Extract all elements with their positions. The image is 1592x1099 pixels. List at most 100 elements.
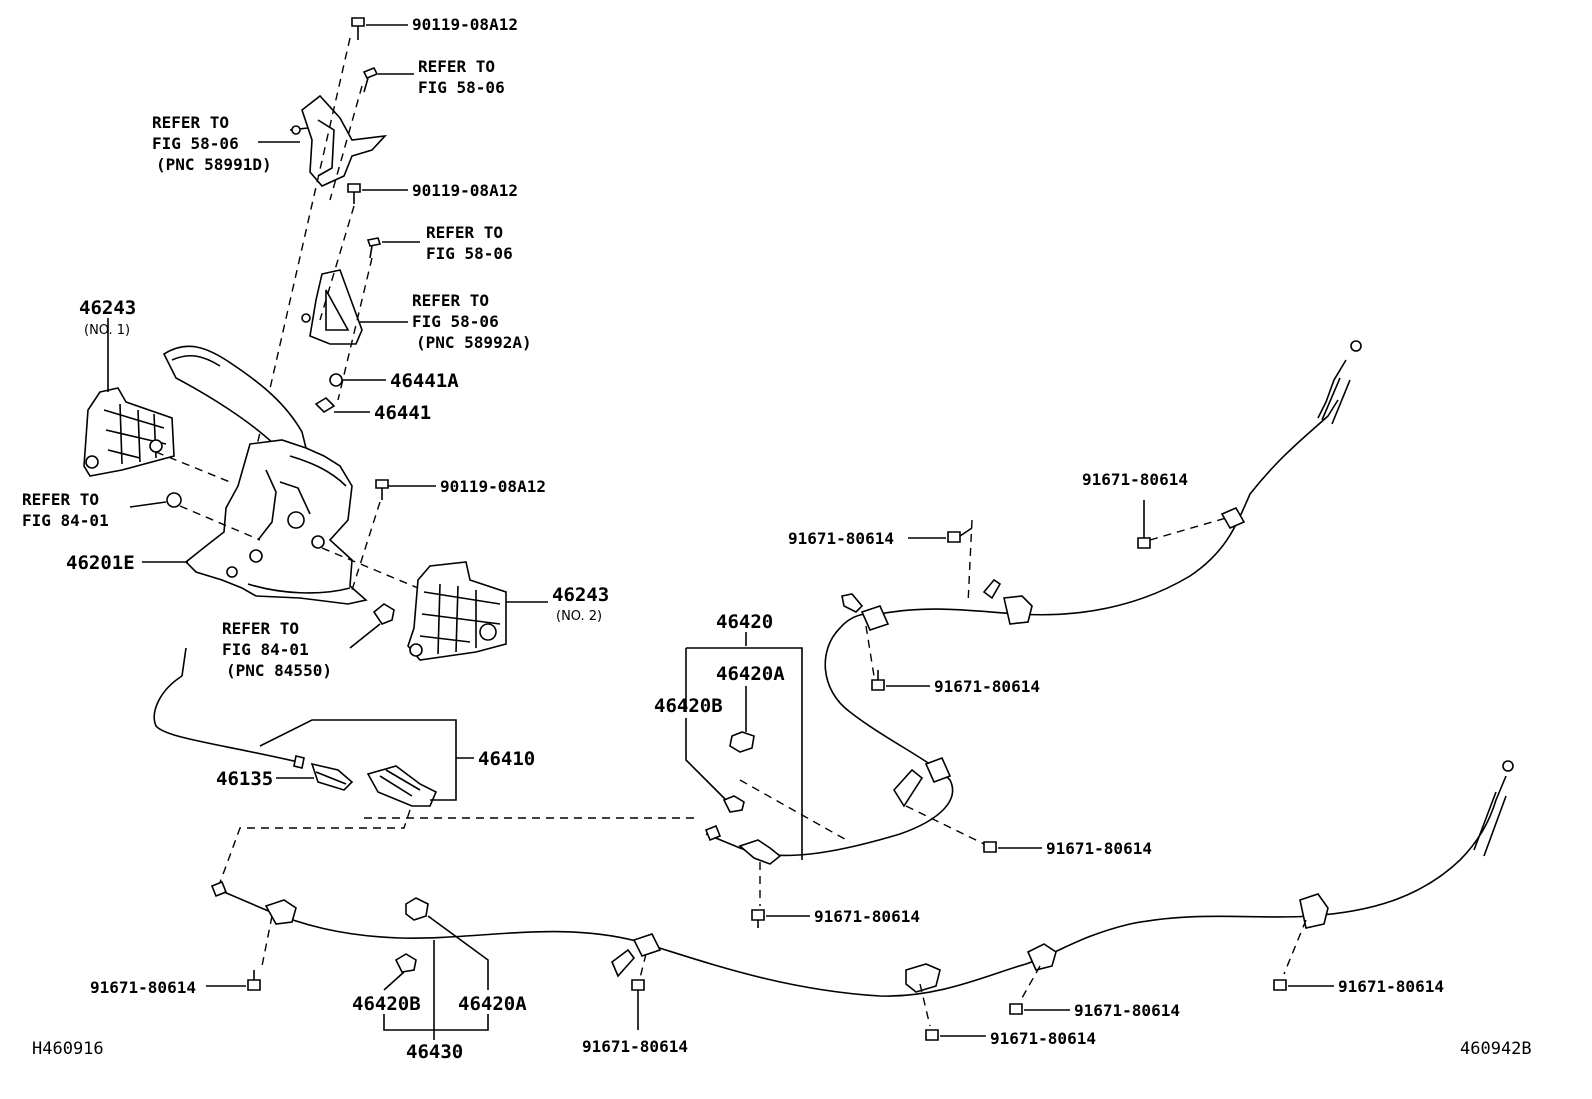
- bolt-r4-icon[interactable]: [983, 841, 997, 853]
- dashed-eq-left: [217, 809, 411, 889]
- bolt-l1-icon[interactable]: [247, 970, 261, 991]
- dashed-link-1: [239, 37, 351, 521]
- part-number-b-top[interactable]: 90119-08A12: [412, 15, 518, 34]
- dashed-link-4: [337, 257, 373, 401]
- part-number-bolt-b4[interactable]: 91671-80614: [1338, 977, 1444, 996]
- lever-cover-46243-no2[interactable]: [407, 561, 507, 661]
- part-number-46420B-r[interactable]: 46420B: [654, 695, 723, 717]
- part-number-46243-no2[interactable]: 46243: [552, 584, 609, 606]
- refer1-line1: REFER TO: [418, 57, 495, 76]
- bolt-b3-icon[interactable]: [1009, 1003, 1023, 1015]
- equalizer-46410[interactable]: [366, 765, 438, 807]
- low-bolt-90119[interactable]: [375, 479, 389, 500]
- part-number-bolt-r5[interactable]: 91671-80614: [814, 907, 920, 926]
- bolt-r2-icon[interactable]: [947, 527, 973, 543]
- part-number-bolt-b1[interactable]: 91671-80614: [582, 1037, 688, 1056]
- lower-clip-refer-84[interactable]: [372, 603, 395, 625]
- triangle-bracket[interactable]: [301, 269, 363, 345]
- upper-bracket[interactable]: [289, 94, 388, 187]
- bracket-46430: [383, 1014, 489, 1031]
- refer3-line2[interactable]: FIG 58-06: [426, 244, 513, 263]
- refer1-line2[interactable]: FIG 58-06: [418, 78, 505, 97]
- part-number-b-mid[interactable]: 90119-08A12: [412, 181, 518, 200]
- part-number-bolt-b3[interactable]: 91671-80614: [1074, 1001, 1180, 1020]
- top-bolt-90119[interactable]: [351, 17, 365, 40]
- refer2-line3: (PNC 58991D): [156, 155, 272, 174]
- bracket-46420: [686, 647, 803, 860]
- part-number-bolt-r2[interactable]: 91671-80614: [788, 529, 894, 548]
- part-number-bolt-b2[interactable]: 91671-80614: [990, 1029, 1096, 1048]
- dashed-r-bolt1: [1149, 517, 1227, 541]
- refer6-line1: REFER TO: [222, 619, 299, 638]
- dashed-l-bolt4: [1021, 965, 1041, 999]
- part-number-46420A-r[interactable]: 46420A: [716, 663, 785, 685]
- dashed-46420A-r: [739, 779, 851, 843]
- dashed-r-bolt3: [905, 805, 985, 845]
- dashed-l-bolt2: [639, 953, 647, 979]
- cable-joint-46135[interactable]: [310, 762, 354, 791]
- leader-refer6: [349, 623, 381, 649]
- dashed-r-clamp: [967, 519, 973, 605]
- part-number-46441A[interactable]: 46441A: [390, 370, 459, 392]
- part-number-bolt-l1[interactable]: 91671-80614: [90, 978, 196, 997]
- bolt-b4-icon[interactable]: [1273, 979, 1287, 991]
- bolt-r5-icon[interactable]: [751, 909, 765, 928]
- lever-cover-46243-no1[interactable]: [83, 387, 175, 477]
- part-46243-no2-sub: (NO. 2): [556, 609, 602, 624]
- dashed-link-6: [179, 505, 261, 541]
- part-number-46135[interactable]: 46135: [216, 768, 273, 790]
- clip-46420B-l[interactable]: [394, 953, 417, 973]
- leader-refer5: [129, 501, 167, 508]
- refer4-line3: (PNC 58992A): [416, 333, 532, 352]
- part-number-46410[interactable]: 46410: [478, 748, 535, 770]
- clip-46420A-r[interactable]: [729, 731, 755, 753]
- refer6-line3: (PNC 84550): [226, 661, 332, 680]
- left-cable[interactable]: [210, 760, 1514, 997]
- right-cable[interactable]: [704, 340, 1362, 865]
- bolt-r3-icon[interactable]: [871, 670, 885, 691]
- parking-brake-lever-46201E[interactable]: [162, 345, 368, 605]
- leader-46420B-l: [383, 971, 405, 991]
- front-cable[interactable]: [153, 647, 305, 769]
- refer3-line1: REFER TO: [426, 223, 503, 242]
- dashed-link-cover2: [321, 547, 419, 589]
- refer4-line2[interactable]: FIG 58-06: [412, 312, 499, 331]
- part-46441A-clip[interactable]: [329, 373, 343, 387]
- part-number-bolt-r4[interactable]: 91671-80614: [1046, 839, 1152, 858]
- dashed-l-bolt5: [1283, 919, 1307, 975]
- part-number-46430[interactable]: 46430: [406, 1041, 463, 1063]
- part-number-46420A-l[interactable]: 46420A: [458, 993, 527, 1015]
- refer6-line2[interactable]: FIG 84-01: [222, 640, 309, 659]
- part-number-46420[interactable]: 46420: [716, 611, 773, 633]
- dashed-l-bolt1: [261, 915, 273, 967]
- mid-bolt-90119[interactable]: [347, 183, 361, 204]
- part-number-46420B-l[interactable]: 46420B: [352, 993, 421, 1015]
- leader-46420A-l: [427, 915, 489, 990]
- dashed-link-5: [351, 501, 381, 591]
- top-screw[interactable]: [362, 66, 379, 93]
- part-number-46441[interactable]: 46441: [374, 402, 431, 424]
- part-number-46201E[interactable]: 46201E: [66, 552, 135, 574]
- part-number-b-low[interactable]: 90119-08A12: [440, 477, 546, 496]
- bracket-46420-left-low: [685, 718, 727, 801]
- dashed-l-bolt3: [919, 983, 931, 1027]
- left-clip-refer-84[interactable]: [166, 492, 182, 508]
- part-number-bolt-r3[interactable]: 91671-80614: [934, 677, 1040, 696]
- refer5-line1: REFER TO: [22, 490, 99, 509]
- dashed-link-3: [319, 205, 355, 321]
- part-number-bolt-r1[interactable]: 91671-80614: [1082, 470, 1188, 489]
- dashed-r-bolt2: [865, 625, 875, 677]
- bolt-r1-icon[interactable]: [1137, 528, 1151, 549]
- refer5-line2[interactable]: FIG 84-01: [22, 511, 109, 530]
- bolt-b1-icon[interactable]: [631, 979, 645, 991]
- clip-46420B-r[interactable]: [722, 795, 745, 813]
- part-46243-no1-sub: (NO. 1): [84, 323, 130, 338]
- clip-46420A-l[interactable]: [405, 897, 429, 921]
- drawing-code-right: 460942B: [1460, 1039, 1532, 1059]
- mid-screw[interactable]: [366, 237, 382, 259]
- refer2-line2[interactable]: FIG 58-06: [152, 134, 239, 153]
- bolt-b2-icon[interactable]: [925, 1029, 939, 1041]
- part-number-46243-no1[interactable]: 46243: [79, 297, 136, 319]
- part-46441-pin[interactable]: [314, 396, 336, 414]
